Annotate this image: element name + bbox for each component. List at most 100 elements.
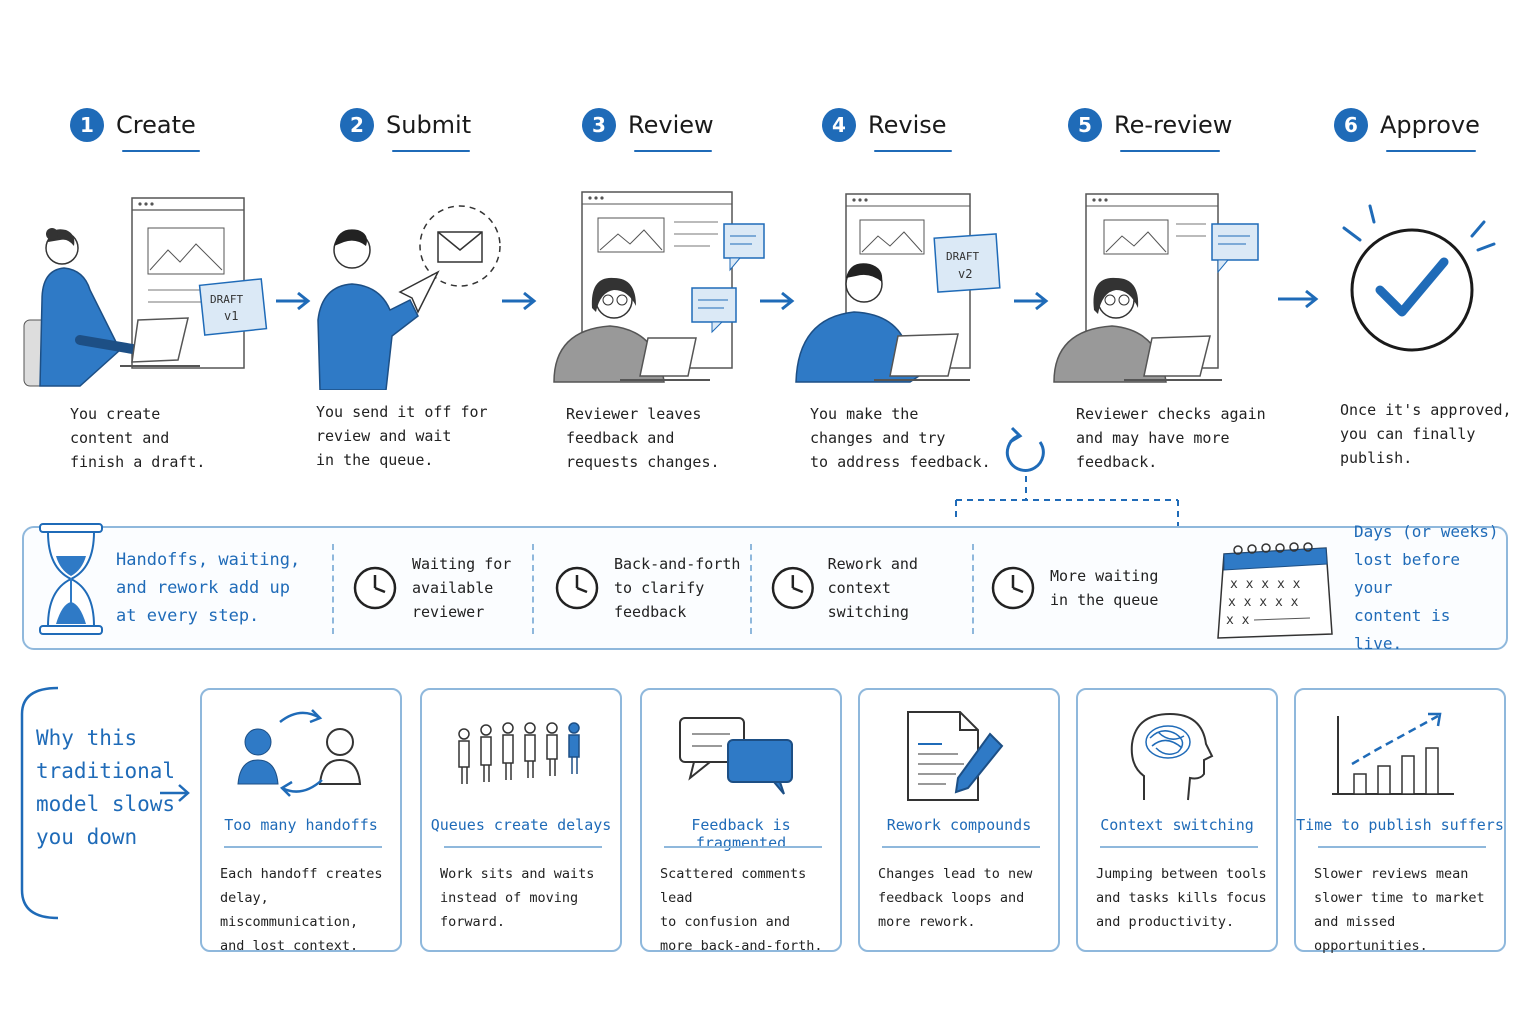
card-queues-create-delays: Queues create delays Work sits and waits… (420, 688, 622, 952)
chat-icon (679, 717, 793, 795)
step-number: 2 (340, 108, 374, 142)
why-heading: Why this traditional model slows you dow… (36, 722, 175, 854)
band-item-line: in the queue (1050, 591, 1159, 609)
card-body: Jumping between tools and tasks kills fo… (1096, 862, 1272, 934)
caption-line: review and wait (316, 427, 452, 445)
band-item-line: context switching (827, 579, 909, 621)
card-body-line: Changes lead to new (878, 866, 1033, 882)
card-body-line: feedback loops and (878, 890, 1025, 906)
step-6: 6 Approve (1334, 108, 1536, 152)
clock-icon (555, 566, 599, 610)
step-caption: You send it off for review and wait in t… (316, 400, 488, 472)
step-underline (122, 150, 200, 152)
card-too-many-handoffs: Too many handoffs Each handoff creates d… (200, 688, 402, 954)
calendar-icon: x x x x x x x x x x x x (1217, 542, 1333, 639)
band-intro-line: at every step. (116, 606, 260, 626)
step-title: Create (116, 111, 196, 139)
band-item-more-waiting: More waiting in the queue (990, 528, 1190, 648)
card-title: Too many handoffs (224, 816, 378, 834)
delay-band: Handoffs, waiting, and rework add up at … (22, 522, 1508, 653)
caption-line: Once it's approved, (1340, 401, 1512, 419)
step-title: Re-review (1114, 111, 1233, 139)
document-pencil-icon (907, 711, 1004, 801)
flow-arrow (760, 291, 795, 311)
clock-icon (771, 566, 814, 610)
step-underline (1120, 150, 1220, 152)
create-illustration: DRAFT v1 (23, 197, 268, 387)
card-body-line: forward. (440, 914, 506, 930)
step-caption: You make the changes and try to address … (810, 402, 991, 474)
caption-line: You make the (810, 405, 919, 423)
step-underline (392, 150, 470, 152)
card-body-line: Slower reviews mean (1314, 866, 1469, 882)
step-caption: Reviewer leaves feedback and requests ch… (566, 402, 720, 474)
why-line: Why this (36, 726, 138, 750)
band-intro-line: Handoffs, waiting, (116, 550, 301, 570)
card-body-line: more rework. (878, 914, 976, 930)
submit-illustration (317, 205, 501, 390)
flow-arrow (1014, 291, 1049, 311)
why-line: model slows (36, 792, 176, 816)
review-illustration (553, 191, 765, 383)
band-divider (972, 544, 974, 634)
step-title: Approve (1380, 111, 1480, 139)
card-body-line: to confusion and (660, 914, 791, 930)
caption-line: feedback. (1076, 453, 1158, 471)
band-divider (532, 544, 534, 634)
step-1: 1 Create (70, 108, 300, 152)
band-item-line: available (412, 579, 494, 597)
card-body: Changes lead to new feedback loops and m… (878, 862, 1054, 934)
draft-label: DRAFT (210, 293, 243, 306)
card-body-line: and lost context. (220, 938, 359, 954)
card-body: Work sits and waits instead of moving fo… (440, 862, 616, 934)
step-number: 6 (1334, 108, 1368, 142)
card-body-line: more back-and-forth. (660, 938, 823, 954)
step-caption: Reviewer checks again and may have more … (1076, 402, 1266, 474)
band-intro: Handoffs, waiting, and rework add up at … (116, 528, 326, 648)
card-feedback-is-fragmented: Feedback is fragmented Scattered comment… (640, 688, 842, 954)
caption-line: you can finally (1340, 425, 1476, 443)
check-circle-icon (1342, 204, 1496, 352)
card-body-line: instead of moving (440, 890, 579, 906)
card-body-line: slower time to market (1314, 890, 1485, 906)
svg-text:x x: x x (1226, 613, 1250, 628)
band-divider (332, 544, 334, 634)
svg-text:x x x x x: x x x x x (1230, 577, 1301, 592)
draft-label: DRAFT (946, 250, 979, 263)
card-body-line: and missed opportunities. (1314, 914, 1428, 954)
caption-line: content and (70, 429, 170, 447)
caption-line: requests changes. (566, 453, 720, 471)
caption-line: You create (70, 405, 161, 423)
band-outro-line: Days (or weeks) (1354, 522, 1499, 541)
band-intro-line: and rework add up (116, 578, 290, 598)
card-title: Rework compounds (886, 816, 1032, 834)
re-review-illustration (1053, 193, 1259, 383)
card-body-line: Scattered comments lead (660, 866, 807, 906)
card-body-line: Work sits and waits (440, 866, 595, 882)
caption-line: and may have more (1076, 429, 1230, 447)
band-item-line: Back-and-forth (614, 555, 741, 573)
step-caption: You create content and finish a draft. (70, 402, 205, 474)
caption-line: Reviewer leaves (566, 405, 702, 423)
card-underline (664, 846, 822, 848)
step-number: 1 (70, 108, 104, 142)
draft-version: v1 (224, 309, 238, 323)
step-number: 4 (822, 108, 856, 142)
why-line: you down (36, 825, 138, 849)
caption-line: publish. (1340, 449, 1413, 467)
card-underline (224, 846, 382, 848)
band-item-line: to clarify (614, 579, 705, 597)
band-outro: Days (or weeks) lost before your content… (1354, 522, 1504, 653)
why-bracket (20, 686, 59, 920)
caption-line: changes and try (810, 429, 946, 447)
queue-icon (458, 722, 580, 784)
step-title: Review (628, 111, 714, 139)
card-body-line: and tasks kills focus (1096, 890, 1267, 906)
handoff-icon (237, 709, 362, 797)
band-item-rework: Rework and context switching (770, 528, 980, 648)
card-rework-compounds: Rework compounds Changes lead to new fee… (858, 688, 1060, 952)
svg-text:x x x x x: x x x x x (1228, 595, 1299, 610)
card-underline (1100, 846, 1258, 848)
